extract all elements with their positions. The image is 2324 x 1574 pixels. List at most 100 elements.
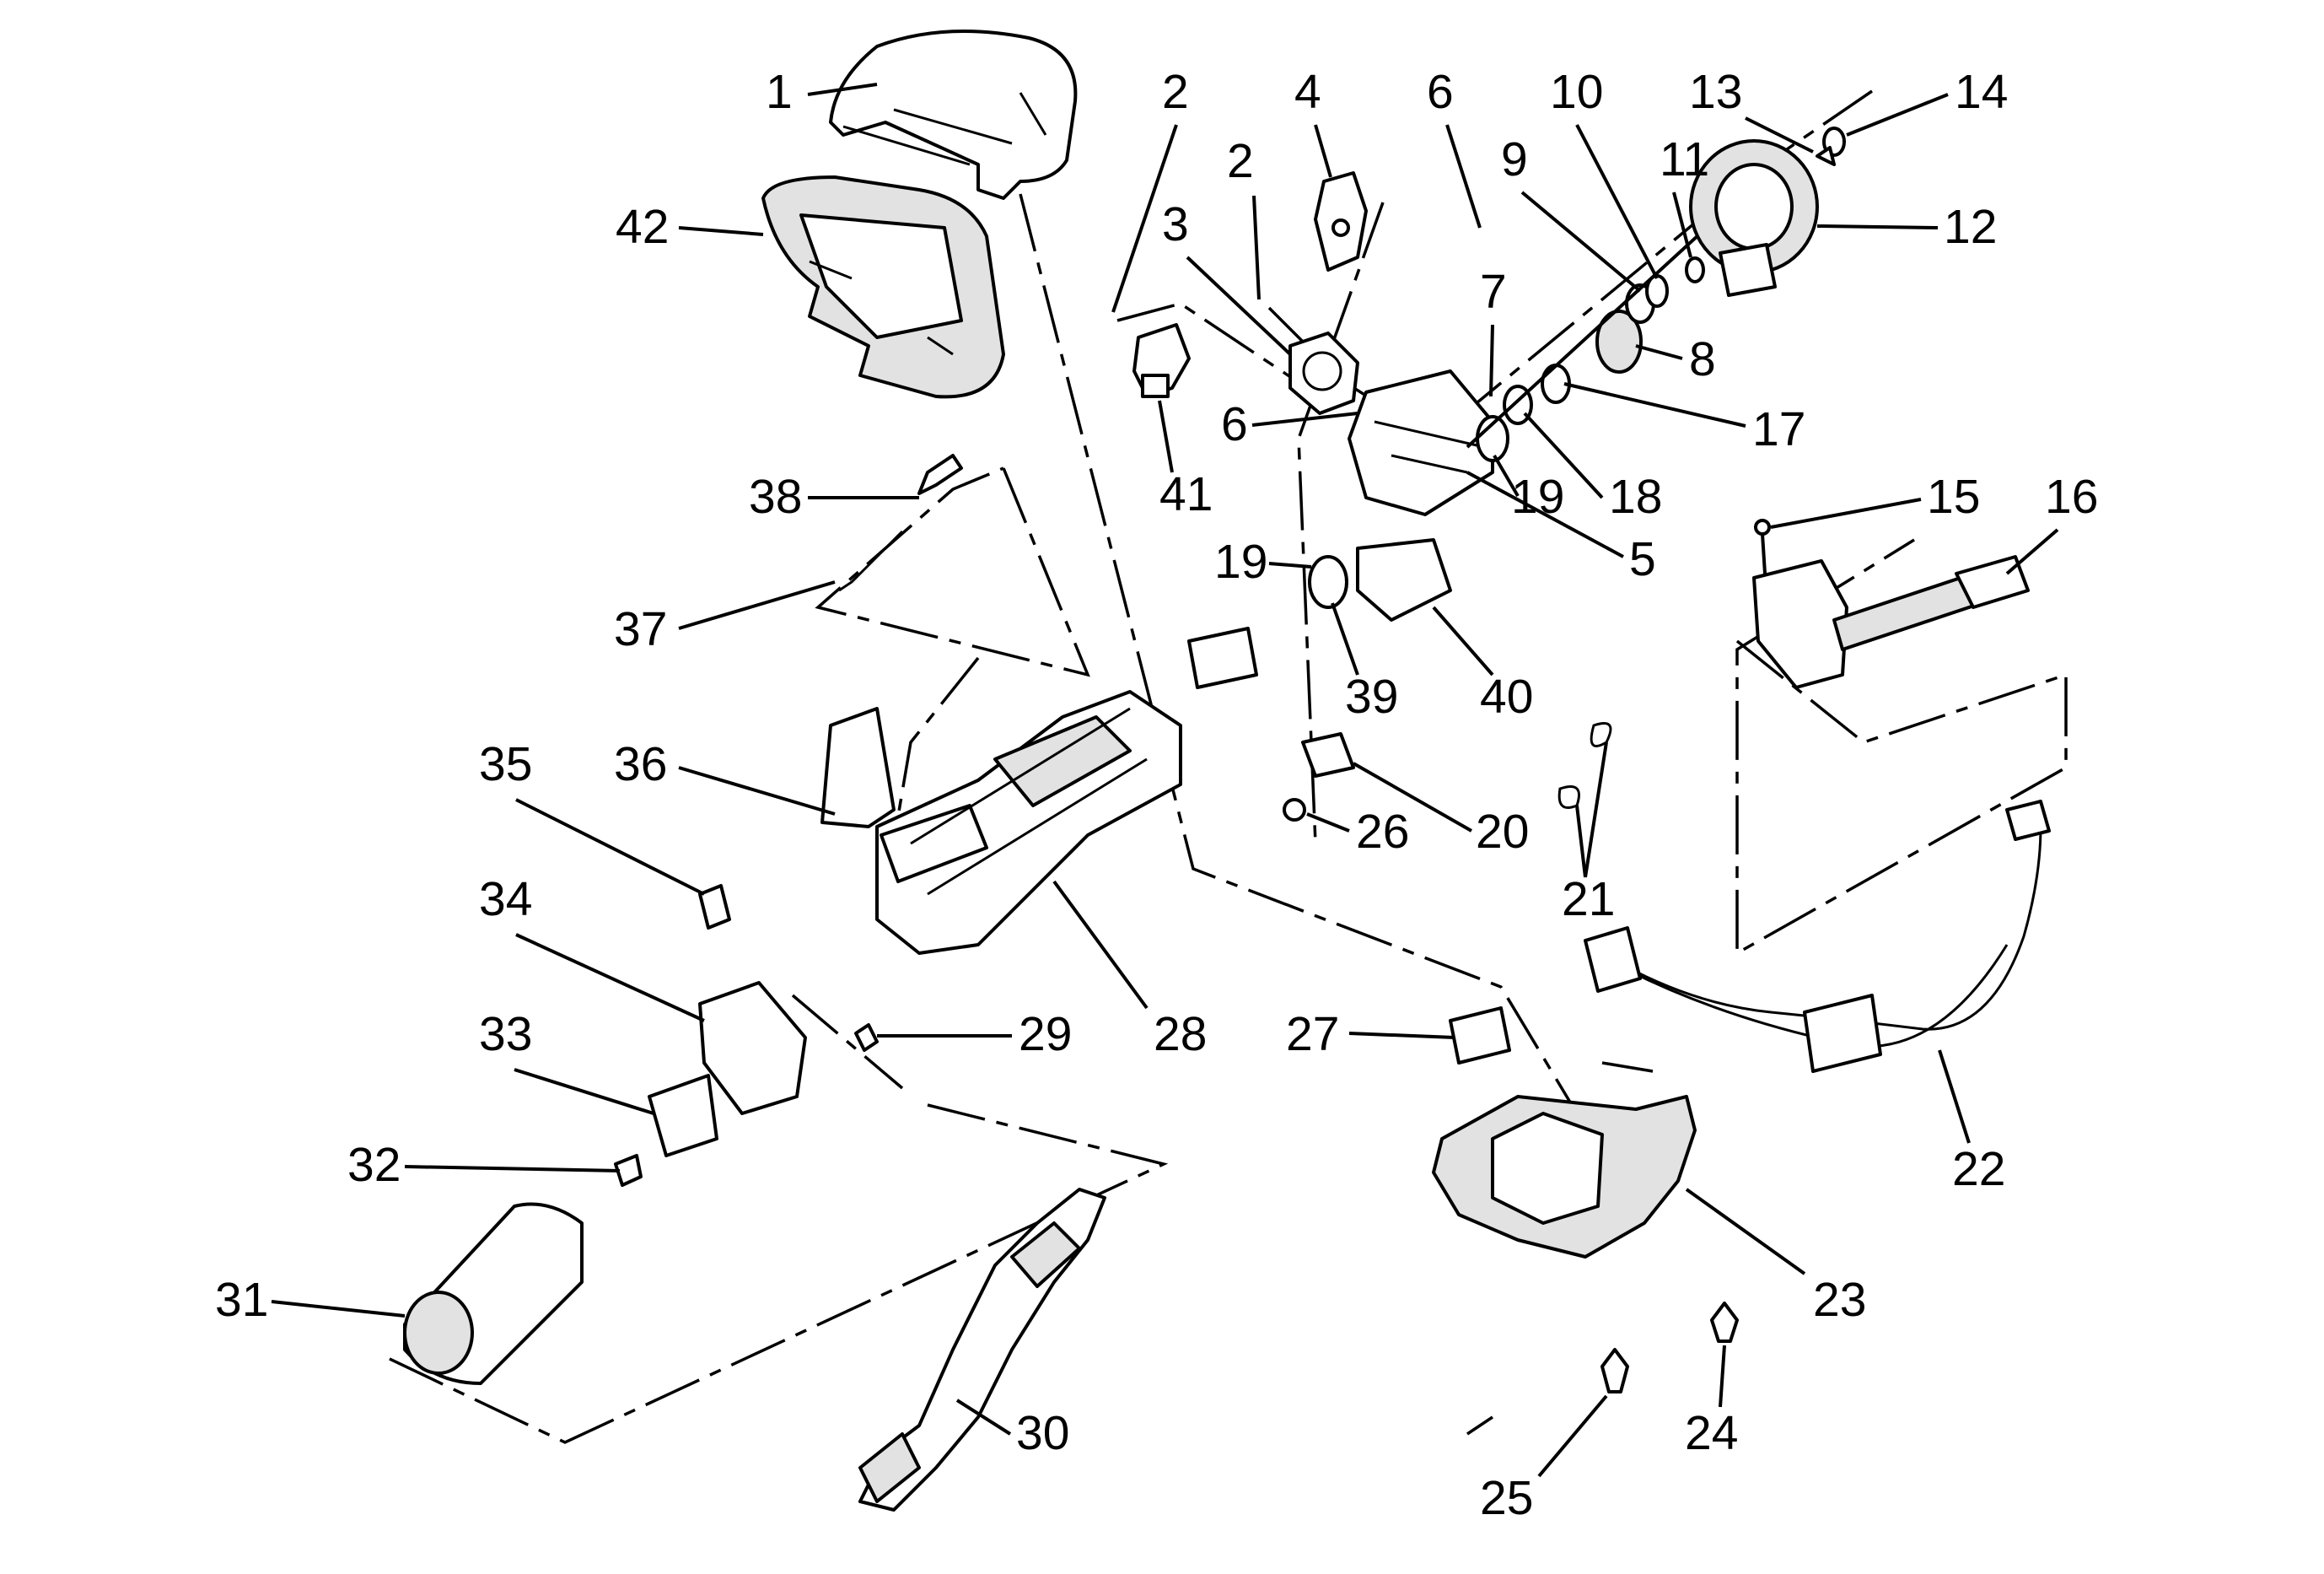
callout-23: 23 <box>1685 1188 1866 1327</box>
callout-label: 8 <box>1689 332 1716 386</box>
callout-label: 33 <box>479 1007 532 1061</box>
part-22-wiring-harness <box>1584 800 2051 1073</box>
callout-29: 29 <box>877 1007 1072 1061</box>
callout-label: 32 <box>347 1138 401 1192</box>
callout-12: 12 <box>1816 200 1997 254</box>
callout-label: 6 <box>1427 65 1454 119</box>
callout-15: 15 <box>1770 470 1980 529</box>
callout-38: 38 <box>749 470 919 524</box>
callout-label: 13 <box>1689 65 1742 119</box>
part-13-14-clip <box>1816 127 1846 166</box>
part-16-multifunction-switch <box>1752 555 2030 689</box>
callout-26: 26 <box>1306 805 1409 859</box>
callout-39: 39 <box>1331 602 1398 724</box>
part-31-tube <box>403 1202 584 1385</box>
small-clips <box>614 884 879 1187</box>
part-36-bracket <box>820 707 896 828</box>
callout-label: 36 <box>614 737 667 791</box>
part-33-34-housings <box>648 981 807 1157</box>
callout-41: 41 <box>1158 400 1213 521</box>
callout-label: 2 <box>1227 134 1254 188</box>
callout-label: 9 <box>1501 132 1528 186</box>
callout-34: 34 <box>479 872 705 1022</box>
callout-label: 25 <box>1480 1471 1533 1525</box>
callout-label: 21 <box>1562 872 1615 926</box>
callout-label: 28 <box>1154 1007 1207 1061</box>
callout-label: 4 <box>1294 65 1321 119</box>
callout-3: 3 <box>1162 197 1292 356</box>
part-28-column-jacket <box>875 690 1182 955</box>
callout-20: 20 <box>1353 762 1529 859</box>
callout-28: 28 <box>1052 880 1207 1061</box>
part-12-clock-spring <box>1689 139 1819 297</box>
callout-label: 31 <box>215 1273 268 1327</box>
callout-16: 16 <box>2005 470 2098 575</box>
callout-label: 19 <box>1214 535 1267 589</box>
callout-label: 40 <box>1480 670 1533 724</box>
part-37-38-spring-bolt <box>838 454 963 592</box>
callout-label: 20 <box>1476 805 1529 859</box>
callout-label: 26 <box>1356 805 1409 859</box>
callout-22: 22 <box>1938 1049 2005 1196</box>
callout-label: 15 <box>1927 470 1980 524</box>
callout-36: 36 <box>614 737 836 816</box>
callout-label: 17 <box>1752 402 1805 456</box>
callout-label: 1 <box>766 65 793 119</box>
callout-label: 12 <box>1944 200 1997 254</box>
callout-27: 27 <box>1286 1007 1455 1061</box>
callout-label: 6 <box>1221 397 1248 451</box>
callout-30: 30 <box>955 1399 1069 1460</box>
callout-label: 14 <box>1955 65 2008 119</box>
small-rings-and-bearings <box>1308 213 1722 609</box>
part-4-bracket <box>1314 171 1368 272</box>
callout-35: 35 <box>479 737 705 896</box>
part-15-screw <box>1754 519 1771 574</box>
callout-10: 10 <box>1550 65 1659 279</box>
callout-11: 11 <box>1660 132 1709 258</box>
callout-label: 22 <box>1952 1142 2005 1196</box>
callout-19a: 19 <box>1493 454 1564 524</box>
callout-label: 16 <box>2045 470 2098 524</box>
callout-2a: 2 <box>1111 65 1189 313</box>
part-1-upper-trim-cover <box>829 30 1078 200</box>
callout-4: 4 <box>1294 65 1332 178</box>
callout-label: 37 <box>614 602 667 656</box>
callout-label: 19 <box>1511 470 1564 524</box>
callout-32: 32 <box>347 1138 621 1192</box>
callout-label: 3 <box>1162 197 1189 251</box>
callout-label: 2 <box>1162 65 1189 119</box>
callout-33: 33 <box>479 1007 654 1115</box>
callout-label: 5 <box>1629 532 1656 586</box>
callout-31: 31 <box>215 1273 406 1327</box>
callout-label: 23 <box>1813 1273 1866 1327</box>
part-30-intermediate-shaft <box>858 1188 1106 1512</box>
callout-label: 42 <box>616 200 669 254</box>
callout-42: 42 <box>616 200 764 254</box>
part-41-switch <box>1132 323 1191 398</box>
callout-13: 13 <box>1689 65 1814 154</box>
callout-label: 35 <box>479 737 532 791</box>
callout-label: 18 <box>1609 470 1662 524</box>
callout-label: 24 <box>1685 1406 1738 1460</box>
callout-label: 38 <box>749 470 802 524</box>
part-42-lower-trim-cover <box>761 175 1005 399</box>
part-3-housing <box>1288 332 1359 415</box>
callout-19b: 19 <box>1214 535 1312 589</box>
column-small-components <box>1187 538 1612 822</box>
callout-label: 29 <box>1019 1007 1072 1061</box>
callout-24: 24 <box>1685 1345 1738 1460</box>
callout-14: 14 <box>1846 65 2008 137</box>
callout-label: 27 <box>1286 1007 1339 1061</box>
callout-label: 11 <box>1660 132 1709 186</box>
callout-6b: 6 <box>1221 397 1358 451</box>
callout-37: 37 <box>614 580 836 656</box>
callout-40: 40 <box>1432 606 1533 724</box>
callout-label: 39 <box>1345 670 1398 724</box>
callout-9: 9 <box>1501 132 1642 293</box>
callout-21: 21 <box>1562 741 1615 926</box>
callout-25: 25 <box>1480 1394 1608 1525</box>
callout-labels: 1 2 2 3 4 5 6 6 <box>215 65 2098 1525</box>
callout-7: 7 <box>1480 265 1507 397</box>
callout-label: 30 <box>1016 1406 1069 1460</box>
